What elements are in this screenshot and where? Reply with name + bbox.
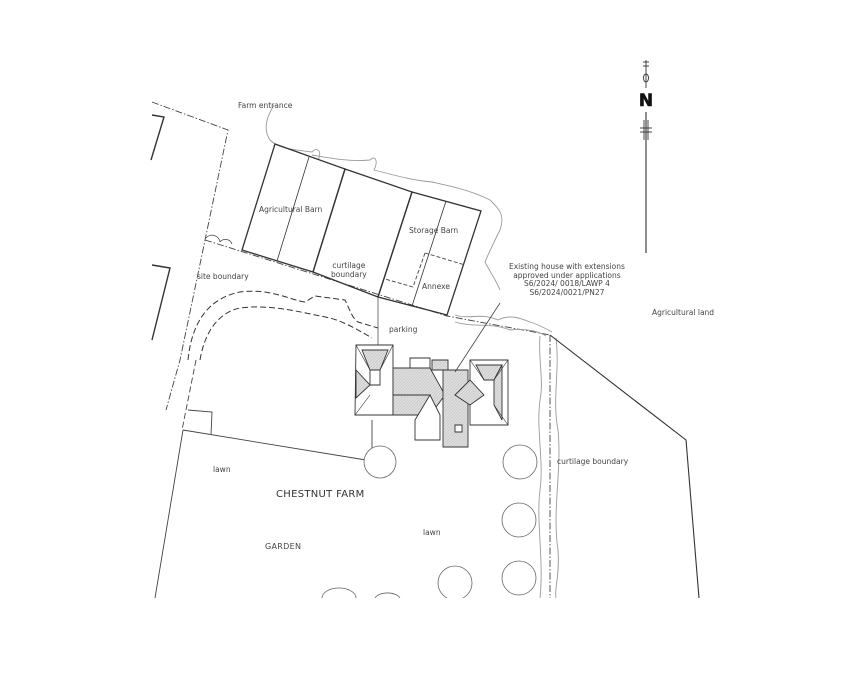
label-agricultural-barn: Agricultural Barn — [259, 205, 323, 214]
label-storage-barn: Storage Barn — [409, 226, 459, 235]
hedges — [265, 104, 560, 599]
site-boundary-line — [151, 101, 551, 598]
house-note-leader — [454, 302, 501, 373]
north-arrow-label: N — [638, 91, 654, 111]
label-annexe: Annexe — [422, 282, 450, 291]
label-lawn-right: lawn — [423, 528, 441, 537]
north-arrow — [640, 60, 652, 253]
storage-barn — [377, 191, 482, 316]
existing-house — [354, 344, 509, 448]
farm-entrance-gates — [205, 234, 233, 245]
access-track — [187, 290, 379, 361]
garden-enclosure — [154, 359, 373, 599]
neighbour-building-top — [150, 114, 165, 161]
neighbour-building-bottom — [151, 264, 171, 341]
label-site-name: CHESTNUT FARM — [276, 489, 365, 500]
label-agricultural-land: Agricultural land — [652, 308, 715, 317]
label-lawn-left: lawn — [213, 465, 231, 474]
label-farm-entrance: Farm entrance — [238, 101, 293, 110]
label-curtilage-boundary-top: curtilage boundary — [331, 261, 367, 279]
label-parking: parking — [389, 325, 418, 334]
label-curtilage-boundary-right: curtilage boundary — [557, 457, 629, 466]
label-existing-house-note: Existing house with extensions approved … — [509, 262, 625, 297]
annexe-outline — [384, 252, 466, 288]
agricultural-land-boundary — [549, 334, 700, 599]
trees — [321, 444, 538, 601]
label-site-boundary: site boundary — [197, 272, 249, 281]
label-garden: GARDEN — [265, 542, 302, 551]
